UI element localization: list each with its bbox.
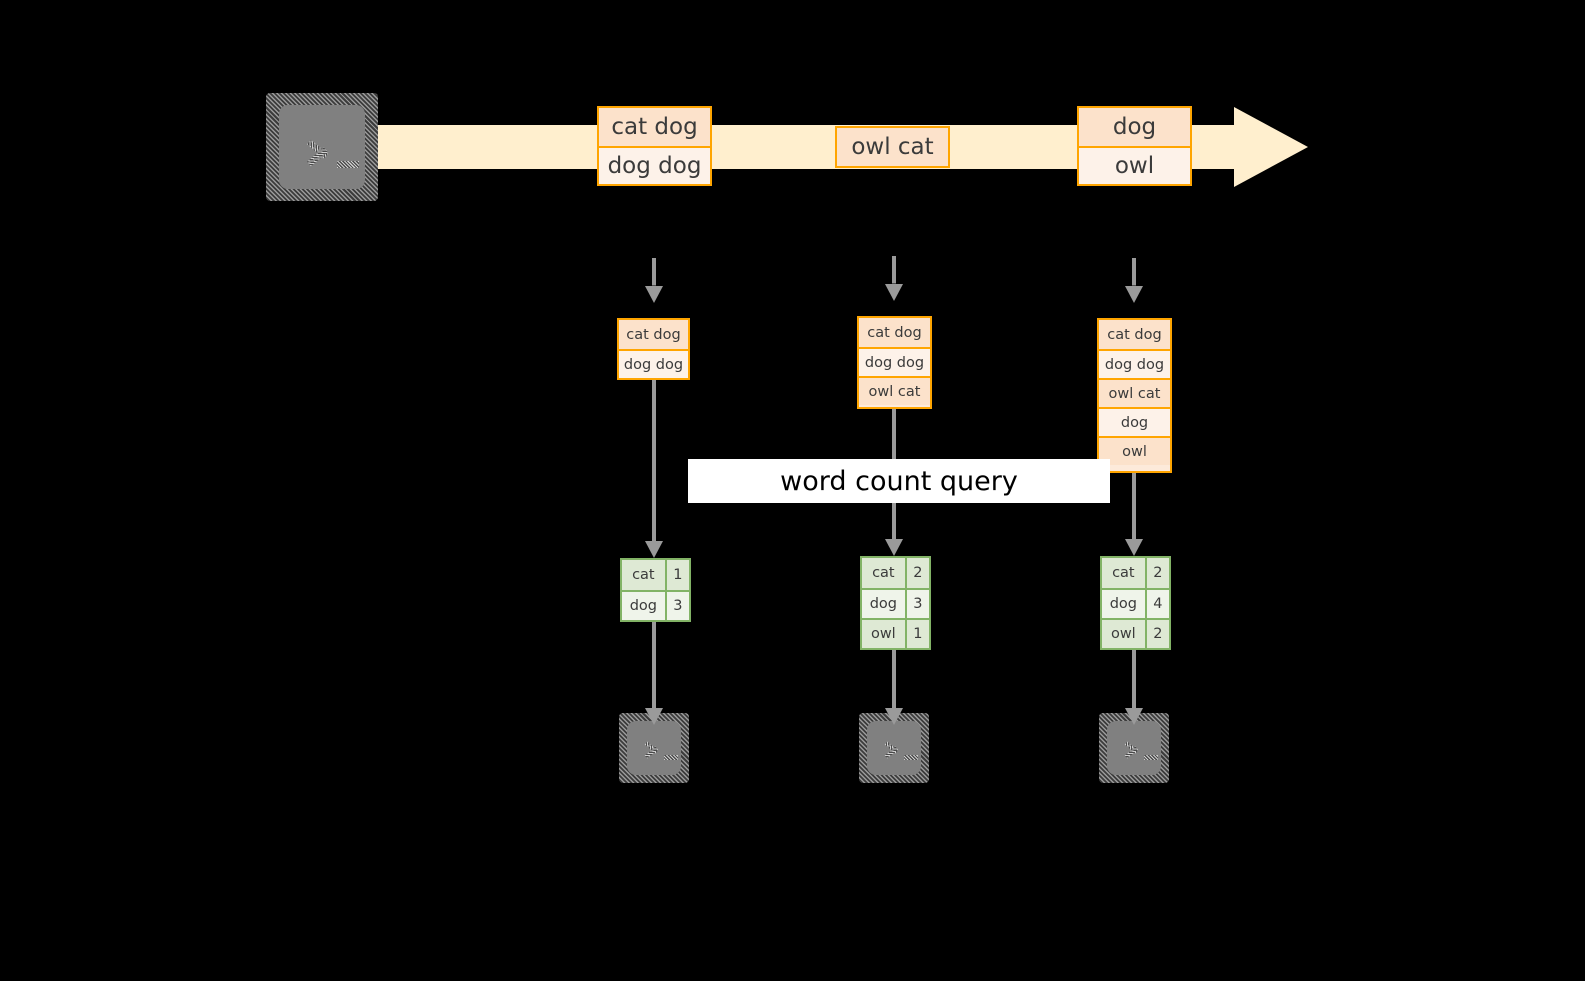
table-row: cat 2 bbox=[862, 558, 929, 588]
accumulated-record: cat dog bbox=[859, 318, 930, 347]
accumulated-record: dog dog bbox=[859, 347, 930, 376]
stream-arrow-head bbox=[1234, 107, 1308, 187]
chevron-lower-stroke bbox=[644, 746, 659, 759]
arrow-line bbox=[652, 258, 656, 288]
arrow-line bbox=[1132, 648, 1136, 710]
source-terminal-icon[interactable] bbox=[266, 93, 378, 201]
chevron-upper-stroke bbox=[644, 741, 659, 754]
arrow-line bbox=[892, 648, 896, 710]
arrow-head bbox=[1125, 708, 1143, 725]
result-word: dog bbox=[1102, 590, 1145, 618]
terminal-face bbox=[279, 105, 365, 189]
table-row: owl 1 bbox=[862, 618, 929, 648]
arrow-head bbox=[885, 539, 903, 556]
result-count: 3 bbox=[904, 590, 929, 618]
accumulated-record: dog dog bbox=[619, 349, 688, 378]
table-row: cat 2 bbox=[1102, 558, 1169, 588]
accumulated-records-t2: cat dog dog dog owl cat bbox=[857, 316, 932, 409]
stream-record: dog dog bbox=[599, 146, 710, 184]
arrow-head bbox=[1125, 286, 1143, 303]
arrow-line bbox=[892, 256, 896, 286]
chevron-lower-stroke bbox=[884, 746, 899, 759]
result-word: dog bbox=[622, 592, 665, 620]
accumulated-record: owl cat bbox=[859, 376, 930, 405]
underscore-cursor-icon bbox=[904, 755, 918, 760]
accumulated-record: dog bbox=[1099, 407, 1170, 436]
result-table-t3: cat 2 dog 4 owl 2 bbox=[1100, 556, 1171, 650]
arrow-head bbox=[885, 284, 903, 301]
accumulated-records-t3: cat dog dog dog owl cat dog owl bbox=[1097, 318, 1172, 473]
result-word: owl bbox=[1102, 620, 1145, 648]
stream-record: owl bbox=[1079, 146, 1190, 184]
chevron-upper-stroke bbox=[307, 139, 328, 159]
result-word: cat bbox=[622, 560, 665, 590]
accumulated-record: cat dog bbox=[1099, 320, 1170, 349]
arrow-head bbox=[885, 708, 903, 725]
result-count: 4 bbox=[1144, 590, 1169, 618]
table-row: owl 2 bbox=[1102, 618, 1169, 648]
terminal-face bbox=[627, 721, 681, 775]
chevron-lower-stroke bbox=[1124, 746, 1139, 759]
terminal-face bbox=[867, 721, 921, 775]
result-table-t1: cat 1 dog 3 bbox=[620, 558, 691, 622]
underscore-cursor-icon bbox=[664, 755, 678, 760]
chevron-upper-stroke bbox=[884, 741, 899, 754]
result-count: 2 bbox=[1144, 620, 1169, 648]
accumulated-record: cat dog bbox=[619, 320, 688, 349]
arrow-line bbox=[652, 620, 656, 710]
underscore-cursor-icon bbox=[1144, 755, 1158, 760]
accumulated-records-t1: cat dog dog dog bbox=[617, 318, 690, 380]
result-count: 1 bbox=[904, 620, 929, 648]
query-label: word count query bbox=[688, 459, 1110, 503]
arrow-head bbox=[1125, 539, 1143, 556]
stream-record: dog bbox=[1079, 108, 1190, 146]
stream-record: cat dog bbox=[599, 108, 710, 146]
chevron-lower-stroke bbox=[307, 147, 328, 167]
table-row: dog 3 bbox=[622, 590, 689, 620]
result-word: cat bbox=[1102, 558, 1145, 588]
table-row: cat 1 bbox=[622, 560, 689, 590]
result-count: 1 bbox=[664, 560, 689, 590]
result-table-t2: cat 2 dog 3 owl 1 bbox=[860, 556, 931, 650]
accumulated-record: owl cat bbox=[1099, 378, 1170, 407]
table-row: dog 4 bbox=[1102, 588, 1169, 618]
accumulated-record: dog dog bbox=[1099, 349, 1170, 378]
arrow-line bbox=[1132, 258, 1136, 288]
underscore-cursor-icon bbox=[337, 161, 359, 168]
result-word: cat bbox=[862, 558, 905, 588]
arrow-line bbox=[1132, 473, 1136, 541]
terminal-face bbox=[1107, 721, 1161, 775]
stream-batch-2: owl cat bbox=[835, 126, 950, 168]
arrow-head bbox=[645, 708, 663, 725]
arrow-head bbox=[645, 286, 663, 303]
accumulated-record: owl bbox=[1099, 436, 1170, 465]
chevron-upper-stroke bbox=[1124, 741, 1139, 754]
stream-record: owl cat bbox=[837, 128, 948, 166]
arrow-head bbox=[645, 541, 663, 558]
result-word: dog bbox=[862, 590, 905, 618]
sink-terminal-icon-t3[interactable] bbox=[1099, 713, 1169, 783]
stream-batch-1: cat dog dog dog bbox=[597, 106, 712, 186]
stream-batch-3: dog owl bbox=[1077, 106, 1192, 186]
result-count: 3 bbox=[664, 592, 689, 620]
result-count: 2 bbox=[1144, 558, 1169, 588]
table-row: dog 3 bbox=[862, 588, 929, 618]
arrow-line bbox=[652, 380, 656, 543]
result-count: 2 bbox=[904, 558, 929, 588]
result-word: owl bbox=[862, 620, 905, 648]
